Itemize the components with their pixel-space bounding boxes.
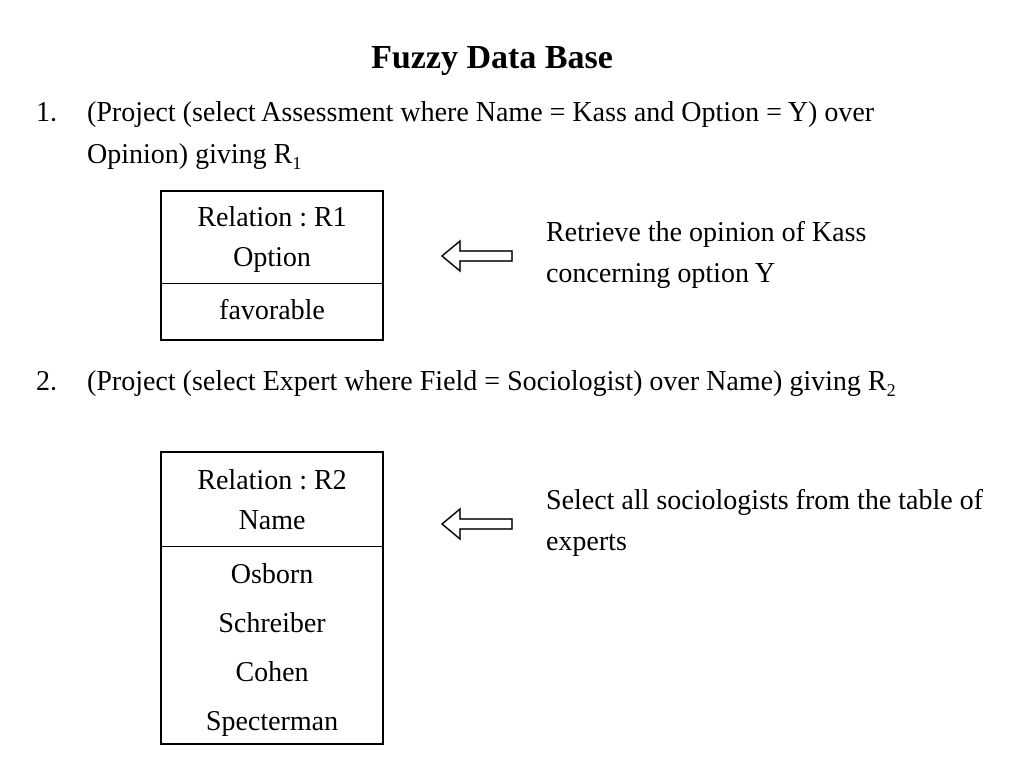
table-row: Specterman xyxy=(205,706,339,737)
step-query: (Project (select Expert where Field = So… xyxy=(87,361,947,405)
table-row: Cohen xyxy=(235,657,309,688)
relation-header: Relation : R1 Option xyxy=(162,192,382,284)
step-note: Retrieve the opinion of Kass concerning … xyxy=(546,217,867,289)
step-note: Select all sociologists from the table o… xyxy=(546,485,984,557)
left-arrow-icon xyxy=(440,239,513,273)
step-query: (Project (select Assessment where Name =… xyxy=(87,92,947,178)
left-arrow-icon xyxy=(440,507,513,541)
step-number: 2. xyxy=(36,366,57,397)
relation-column: Option xyxy=(233,242,311,273)
table-row: favorable xyxy=(219,295,325,326)
relation-column: Name xyxy=(238,505,306,536)
relation-header: Relation : R2 Name xyxy=(162,453,382,547)
step-query-text: (Project (select Expert where Field = So… xyxy=(87,366,887,397)
relation-subscript: 2 xyxy=(886,380,896,400)
relation-name: Relation : R1 xyxy=(197,202,347,233)
relation-body: favorable xyxy=(162,284,382,338)
table-row: Schreiber xyxy=(218,608,326,639)
relation-table-r2: Relation : R2 Name Osborn Schreiber Cohe… xyxy=(160,451,384,745)
slide-title: Fuzzy Data Base xyxy=(371,39,613,76)
relation-subscript: 1 xyxy=(292,153,302,173)
table-row: Osborn xyxy=(230,559,314,590)
relation-name: Relation : R2 xyxy=(197,465,347,496)
relation-table-r1: Relation : R1 Option favorable xyxy=(160,190,384,341)
relation-body: Osborn Schreiber Cohen Specterman xyxy=(162,547,382,746)
step-number: 1. xyxy=(36,97,57,128)
step-query-text: (Project (select Assessment where Name =… xyxy=(87,97,875,170)
